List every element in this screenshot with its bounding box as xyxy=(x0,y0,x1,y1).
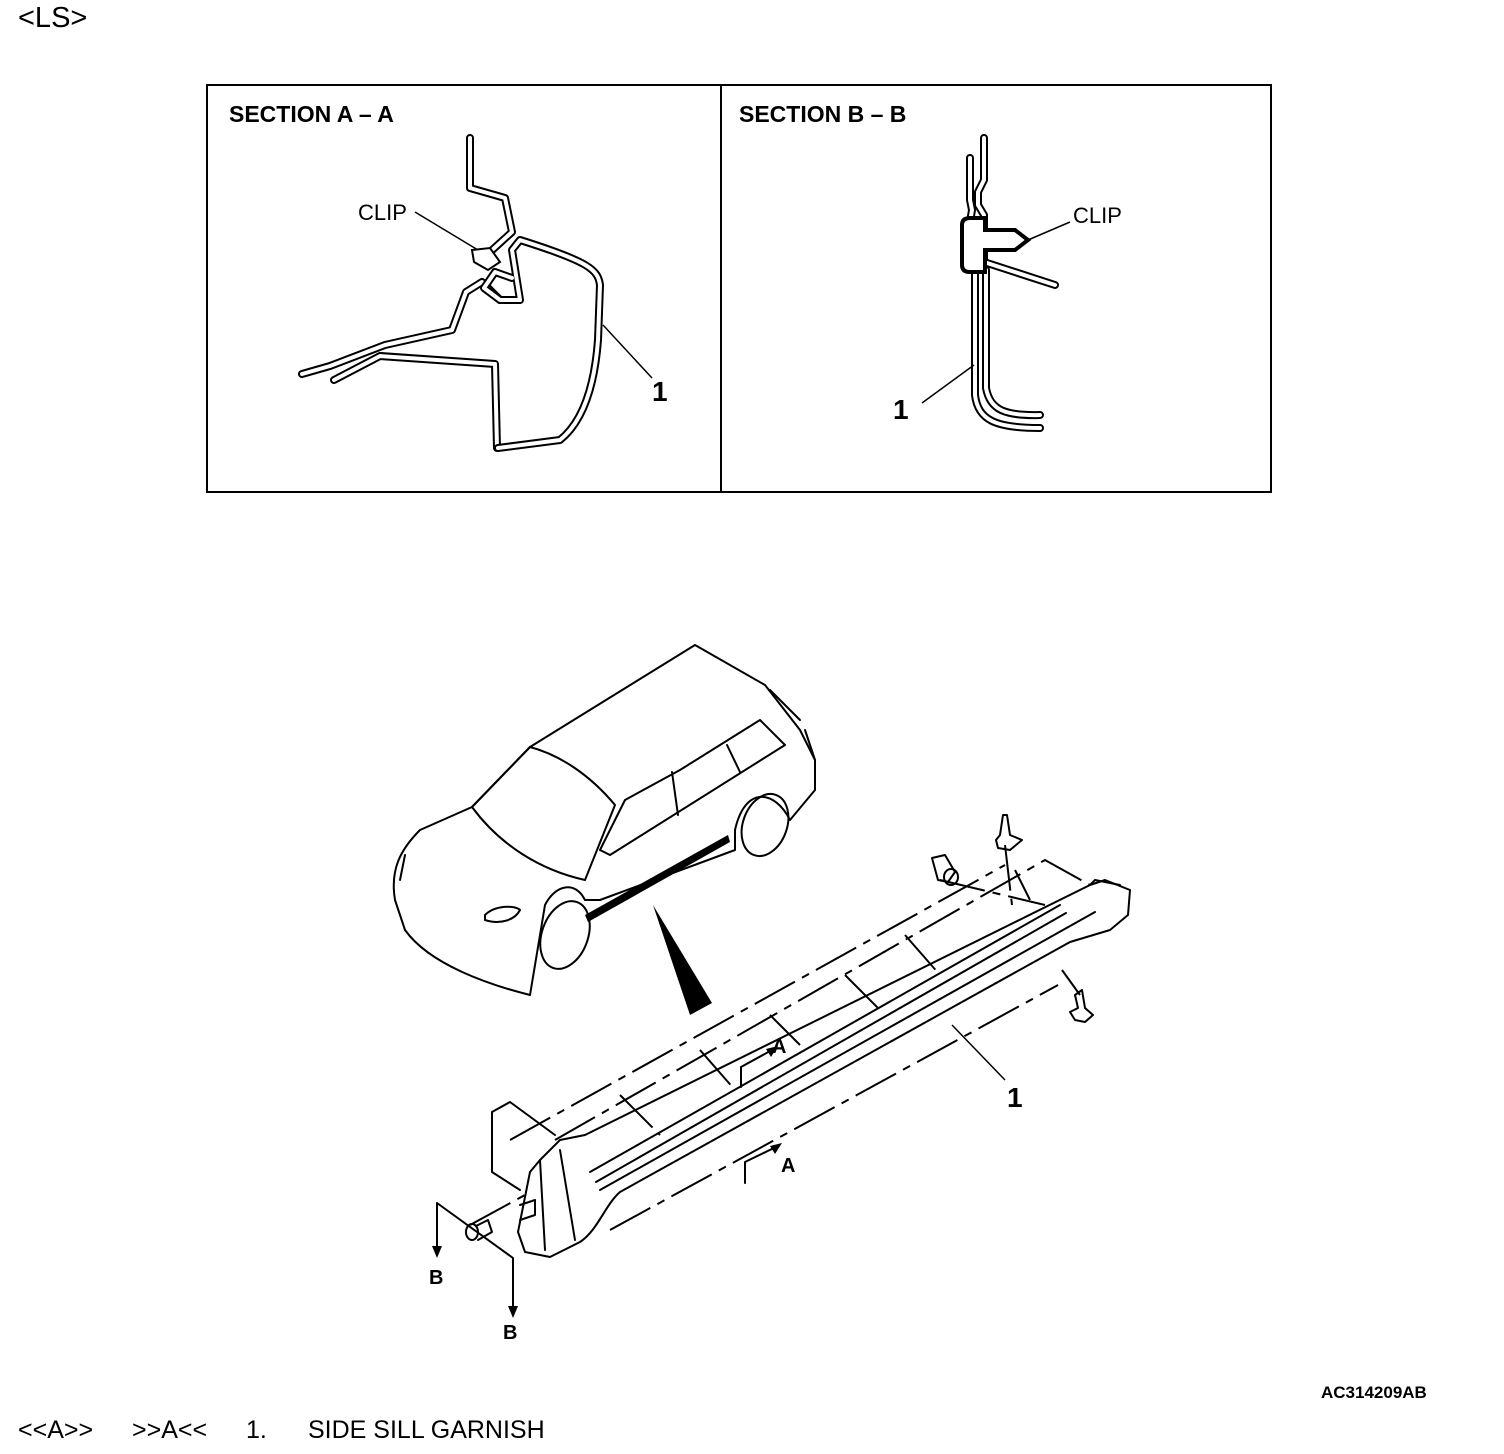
section-a-label-2: A xyxy=(781,1155,795,1177)
header-label: <LS> xyxy=(18,2,87,34)
clip-fastener-1 xyxy=(931,854,959,886)
side-sill-garnish xyxy=(491,879,1131,1258)
clip-fastener-3 xyxy=(465,1219,493,1241)
callout-pointer xyxy=(653,905,712,1015)
garnish-profile-section-b xyxy=(971,266,1044,432)
garnish-profile-section-a xyxy=(480,236,604,452)
part-number-main: 1 xyxy=(1007,1082,1023,1113)
item-name: SIDE SILL GARNISH xyxy=(308,1416,545,1444)
part-leader-line xyxy=(951,1024,1006,1081)
clip-label-section-b: CLIP xyxy=(1073,203,1122,228)
section-a-title: SECTION A – A xyxy=(229,101,394,127)
part-leader-line xyxy=(921,364,975,404)
part-number-section-a: 1 xyxy=(652,376,668,407)
clip-leader-line xyxy=(1027,221,1071,241)
section-b-b-panel: SECTION B – B CLIP 1 xyxy=(720,84,1272,493)
clip-shape-section-a xyxy=(470,246,502,272)
part-leader-line xyxy=(602,324,653,379)
clip-fastener-2 xyxy=(995,814,1023,851)
part-number-section-b: 1 xyxy=(893,394,909,425)
dashed-guide-lines xyxy=(469,844,1091,1231)
removal-mark: >>A<< xyxy=(132,1416,208,1444)
section-b-label-2: B xyxy=(503,1322,517,1344)
section-a-a-panel: SECTION A – A CLIP 1 xyxy=(206,84,722,493)
section-a-label-1: A xyxy=(772,1036,786,1058)
install-mark: <<A>> xyxy=(18,1416,94,1444)
screw-fastener xyxy=(1069,989,1094,1023)
item-number: 1. xyxy=(246,1416,267,1444)
vehicle-illustration xyxy=(392,644,816,996)
section-b-label-1: B xyxy=(429,1267,443,1289)
section-b-title: SECTION B – B xyxy=(739,101,906,127)
body-panel-section-a xyxy=(298,134,516,452)
section-b-cut-marker xyxy=(432,1202,518,1318)
clip-leader-line xyxy=(414,211,479,251)
clip-label-section-a: CLIP xyxy=(358,200,407,225)
figure-code: AC314209AB xyxy=(1321,1383,1427,1402)
section-a-cut-marker xyxy=(740,1046,782,1184)
clip-shape-section-b xyxy=(960,216,1032,274)
garnish-location-highlight xyxy=(585,835,730,922)
